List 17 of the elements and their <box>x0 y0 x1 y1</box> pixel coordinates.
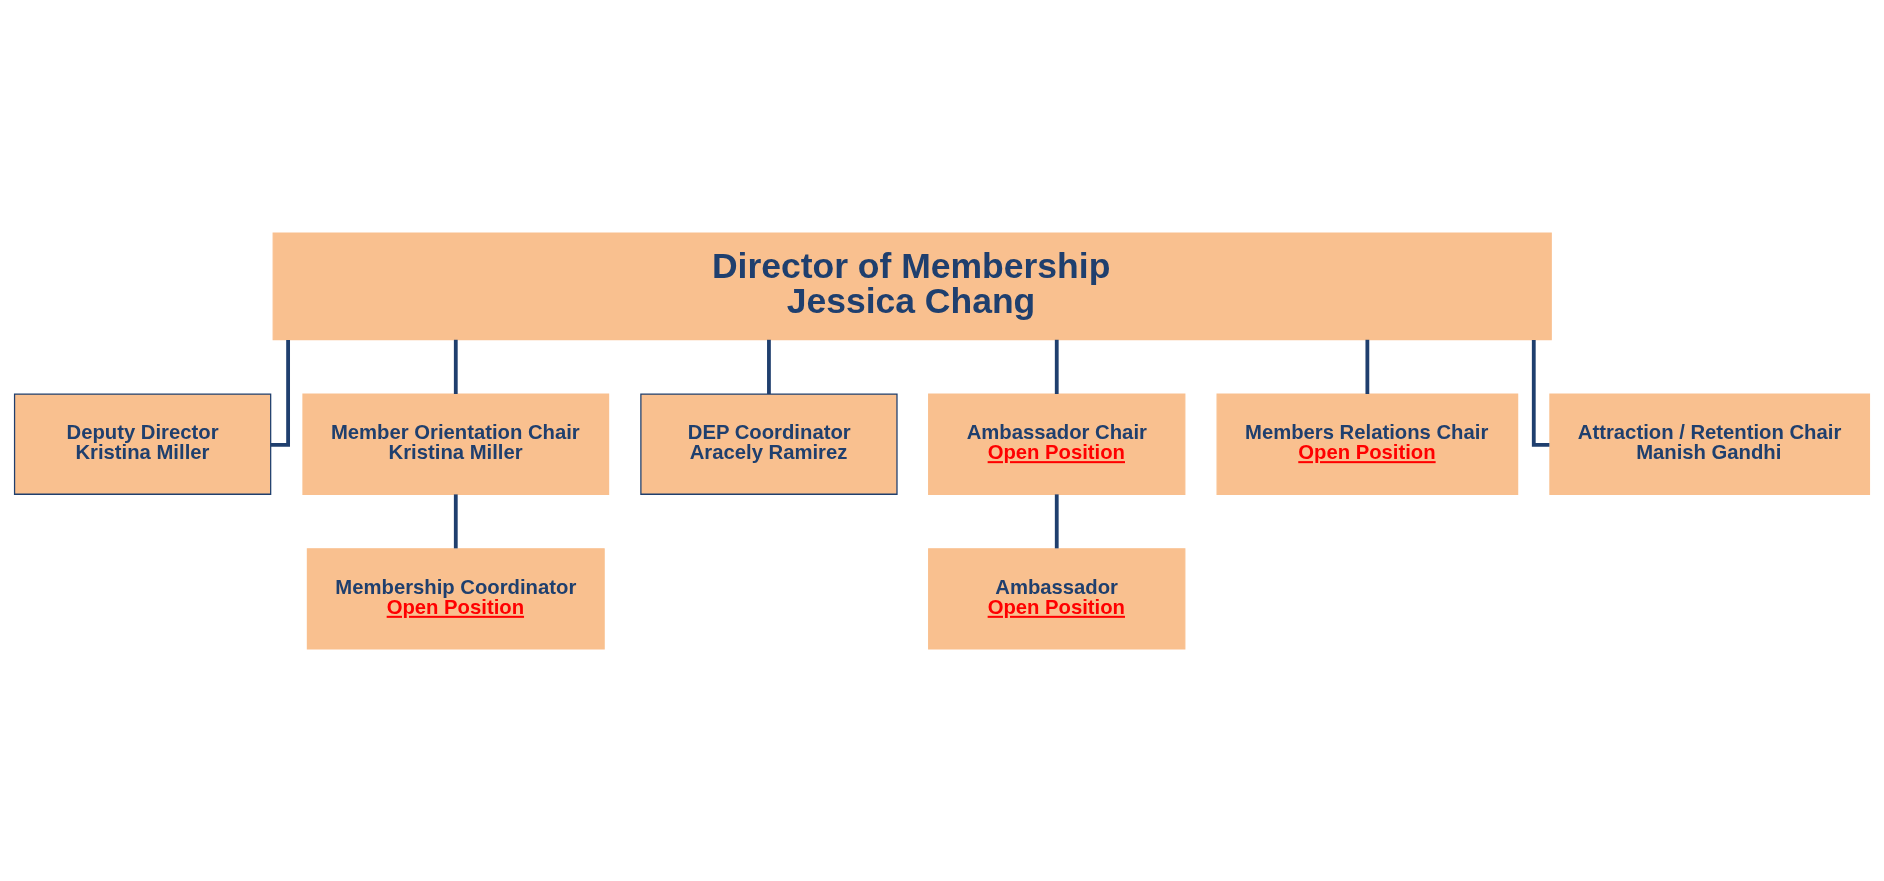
connector <box>453 493 458 548</box>
connector <box>453 339 458 394</box>
node-box: Members Relations Chair Open Position <box>1216 392 1519 495</box>
node-box: Ambassador Chair Open Position <box>928 392 1186 495</box>
node-box: Ambassador Open Position <box>928 547 1186 650</box>
node-box: Membership Coordinator Open Position <box>306 547 605 650</box>
connector <box>1054 339 1059 394</box>
connector <box>270 339 290 447</box>
node-box: Attraction / Retention Chair Manish Gandhi <box>1549 392 1871 495</box>
connector <box>767 339 771 394</box>
node-box: Member Orientation Chair Kristina Miller <box>302 392 610 495</box>
connector <box>1365 339 1370 394</box>
connector <box>1054 493 1059 548</box>
connector <box>1531 339 1550 447</box>
node-box: DEP Coordinator Aracely Ramirez <box>640 392 898 495</box>
node-box: Director of Membership Jessica Chang <box>272 231 1552 340</box>
node-box: Deputy Director Kristina Miller <box>13 392 272 495</box>
